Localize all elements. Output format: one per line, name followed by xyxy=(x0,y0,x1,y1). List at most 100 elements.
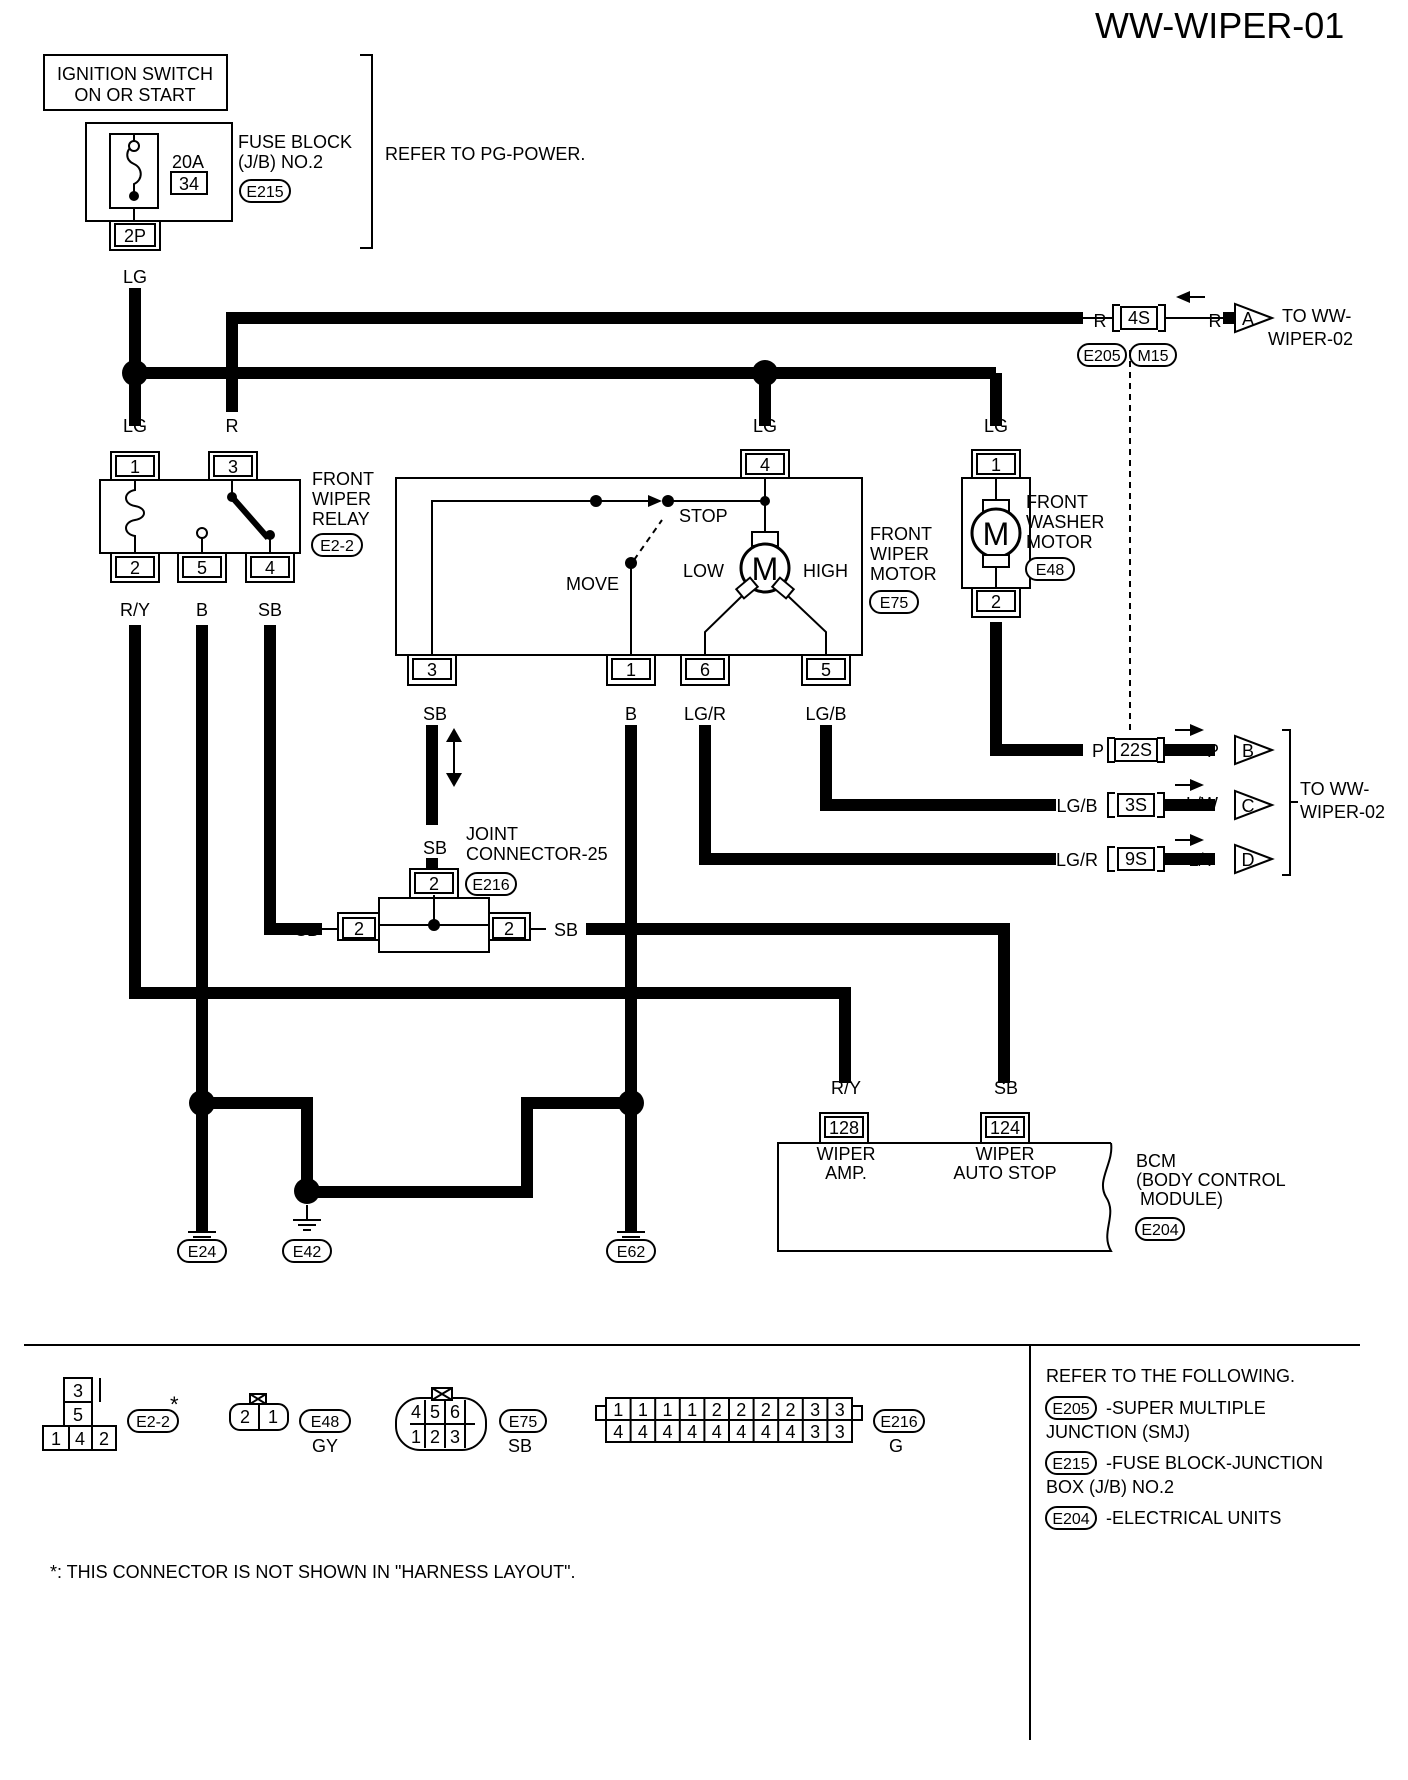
bcm-128-func-1: WIPER xyxy=(816,1144,875,1164)
svg-text:P: P xyxy=(1092,741,1104,761)
svg-text:-ELECTRICAL UNITS: -ELECTRICAL UNITS xyxy=(1106,1508,1281,1528)
refer-bracket xyxy=(360,54,373,249)
svg-text:E205: E205 xyxy=(1052,1401,1089,1418)
svg-text:E24: E24 xyxy=(188,1244,217,1261)
e216-pin-label: 4 xyxy=(662,1422,672,1442)
front-wiper-motor: 4 M 3 1 6 5 xyxy=(395,449,863,686)
bcm-label-2: (BODY CONTROL xyxy=(1136,1170,1286,1190)
svg-text:2: 2 xyxy=(130,558,140,578)
svg-text:E215: E215 xyxy=(246,184,283,201)
e216-pin-label: 3 xyxy=(810,1422,820,1442)
to-wiper02-bcd-line2: WIPER-02 xyxy=(1300,802,1385,822)
e216-pin-label: 4 xyxy=(736,1422,746,1442)
svg-text:LG/R: LG/R xyxy=(684,704,726,724)
fuse-number: 34 xyxy=(179,174,199,194)
svg-text:SB: SB xyxy=(258,600,282,620)
svg-text:E62: E62 xyxy=(617,1244,646,1261)
svg-text:SB: SB xyxy=(554,920,578,940)
svg-text:3: 3 xyxy=(228,457,238,477)
washer-motor-label-3: MOTOR xyxy=(1026,532,1093,552)
wiper-motor-label-1: FRONT xyxy=(870,524,932,544)
front-wiper-relay: 1 3 2 5 4 xyxy=(99,451,301,583)
svg-text:1: 1 xyxy=(411,1427,421,1447)
fuse-pin-2p: 2P xyxy=(109,221,161,251)
wiper-motor-label-3: MOTOR xyxy=(870,564,937,584)
svg-text:2P: 2P xyxy=(124,226,146,246)
svg-text:B: B xyxy=(196,600,208,620)
svg-text:SB: SB xyxy=(994,1078,1018,1098)
ignition-switch-line1: IGNITION SWITCH xyxy=(57,64,213,84)
svg-text:LG/B: LG/B xyxy=(1056,796,1097,816)
e216-pin-label: 1 xyxy=(613,1400,623,1420)
svg-text:B: B xyxy=(1242,741,1254,761)
svg-text:4S: 4S xyxy=(1128,308,1150,328)
svg-text:B: B xyxy=(625,1139,637,1159)
washer-motor-label-2: WASHER xyxy=(1026,512,1104,532)
relay-label-2: WIPER xyxy=(312,489,371,509)
svg-text:6: 6 xyxy=(450,1402,460,1422)
refer-heading: REFER TO THE FOLLOWING. xyxy=(1046,1366,1295,1386)
svg-text:4: 4 xyxy=(411,1402,421,1422)
ground-e62: E62 xyxy=(606,1231,656,1263)
svg-text:A: A xyxy=(1242,309,1254,329)
front-washer-motor: 1 M 2 xyxy=(961,449,1031,618)
svg-text:*: * xyxy=(170,1392,179,1417)
svg-text:R/Y: R/Y xyxy=(831,1078,861,1098)
svg-text:6: 6 xyxy=(700,660,710,680)
svg-text:B: B xyxy=(301,1139,313,1159)
ground-e24: E24 xyxy=(177,1231,227,1263)
wiper-move-label: MOVE xyxy=(566,574,619,594)
refer-pg-power: REFER TO PG-POWER. xyxy=(385,144,585,164)
svg-text:BOX (J/B) NO.2: BOX (J/B) NO.2 xyxy=(1046,1477,1174,1497)
svg-text:128: 128 xyxy=(829,1118,859,1138)
svg-text:2: 2 xyxy=(99,1429,109,1449)
to-wiper02-bcd-line1: TO WW- xyxy=(1300,779,1369,799)
svg-text:E75: E75 xyxy=(880,595,909,612)
svg-text:P: P xyxy=(990,635,1002,655)
svg-text:5: 5 xyxy=(197,558,207,578)
svg-text:M15: M15 xyxy=(1137,348,1168,365)
e216-pin-label: 1 xyxy=(638,1400,648,1420)
bcm-124-func-2: AUTO STOP xyxy=(953,1163,1056,1183)
joint-label-2: CONNECTOR-25 xyxy=(466,844,608,864)
svg-text:SB: SB xyxy=(423,704,447,724)
e216-pin-label: 4 xyxy=(613,1422,623,1442)
svg-text:2: 2 xyxy=(504,919,514,939)
wire-labels: LG LG R LG LG R R R/Y B SB SB B LG/R LG/… xyxy=(120,267,1222,1159)
svg-text:L/W: L/W xyxy=(1186,794,1218,814)
e216-pin-label: 3 xyxy=(835,1422,845,1442)
svg-text:-SUPER MULTIPLE: -SUPER MULTIPLE xyxy=(1106,1398,1266,1418)
svg-text:4: 4 xyxy=(265,558,275,578)
svg-text:LG: LG xyxy=(984,416,1008,436)
svg-text:E204: E204 xyxy=(1141,1222,1178,1239)
svg-text:R: R xyxy=(1094,311,1107,331)
fuse-block-connector-badge: E215 xyxy=(239,179,291,203)
svg-text:1: 1 xyxy=(626,660,636,680)
svg-text:SB: SB xyxy=(423,838,447,858)
svg-text:C: C xyxy=(1242,796,1255,816)
svg-text:R: R xyxy=(226,416,239,436)
joint-label-1: JOINT xyxy=(466,824,518,844)
svg-text:3: 3 xyxy=(73,1381,83,1401)
svg-text:L/Y: L/Y xyxy=(1188,850,1215,870)
svg-text:E216: E216 xyxy=(880,1414,917,1431)
svg-text:2: 2 xyxy=(354,919,364,939)
e216-pin-label: 2 xyxy=(712,1400,722,1420)
svg-text:1: 1 xyxy=(991,455,1001,475)
e216-pin-label: 1 xyxy=(687,1400,697,1420)
ground-e42: E42 xyxy=(282,1205,332,1263)
bcm-124-func-1: WIPER xyxy=(975,1144,1034,1164)
legend-connector-e75: 4 5 6 1 2 3 E75 SB xyxy=(395,1387,547,1456)
wiper-stop-label: STOP xyxy=(679,506,728,526)
svg-text:1: 1 xyxy=(130,457,140,477)
wiper-low-label: LOW xyxy=(683,561,724,581)
svg-text:E2-2: E2-2 xyxy=(136,1414,170,1431)
legend-connector-e48: 2 1 E48 GY xyxy=(229,1393,351,1456)
joint-connector-badge: E216 xyxy=(465,872,517,896)
svg-text:-FUSE BLOCK-JUNCTION: -FUSE BLOCK-JUNCTION xyxy=(1106,1453,1323,1473)
e216-pin-label: 3 xyxy=(810,1400,820,1420)
svg-text:P: P xyxy=(1207,741,1219,761)
